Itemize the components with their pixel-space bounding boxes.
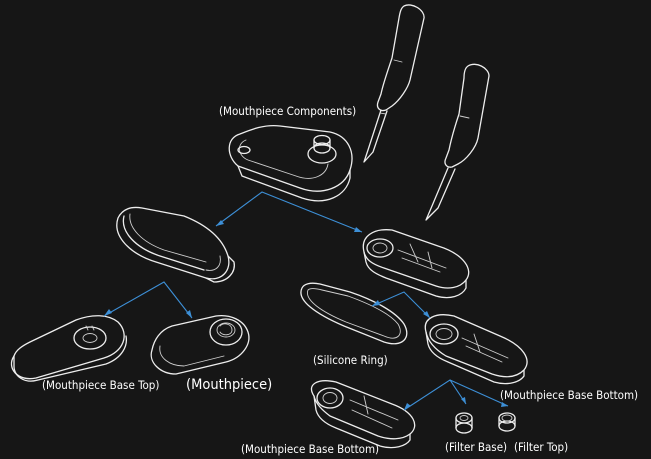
- label-mouthpiece-components: (Mouthpiece Components): [219, 104, 357, 118]
- silicone-ring: [300, 282, 408, 345]
- mouthpiece-shell: [116, 206, 235, 283]
- label-mouthpiece-base-bottom-lower: (Mouthpiece Base Bottom): [241, 442, 380, 456]
- mouthpiece-part: [150, 314, 250, 375]
- label-mouthpiece-base-bottom-right: (Mouthpiece Base Bottom): [500, 388, 639, 402]
- connector-arrows: [103, 191, 509, 411]
- label-mouthpiece: (Mouthpiece): [186, 377, 273, 393]
- filter-top: [498, 412, 516, 432]
- mouthpiece-base-bottom-upper: [362, 229, 470, 299]
- mouthpiece-base-bottom-right: [424, 314, 528, 385]
- mouthpiece-components: [228, 124, 353, 202]
- label-silicone-ring: (Silicone Ring): [313, 353, 388, 367]
- label-filter-top: (Filter Top): [514, 440, 569, 454]
- filter-base: [455, 412, 473, 434]
- mouthpiece-base-top: [10, 315, 128, 382]
- screwdriver-icon: [363, 4, 425, 163]
- mouthpiece-base-bottom-lower: [310, 380, 416, 449]
- label-filter-base: (Filter Base): [445, 440, 508, 454]
- screwdriver-icon: [425, 63, 490, 221]
- label-mouthpiece-base-top: (Mouthpiece Base Top): [42, 378, 160, 392]
